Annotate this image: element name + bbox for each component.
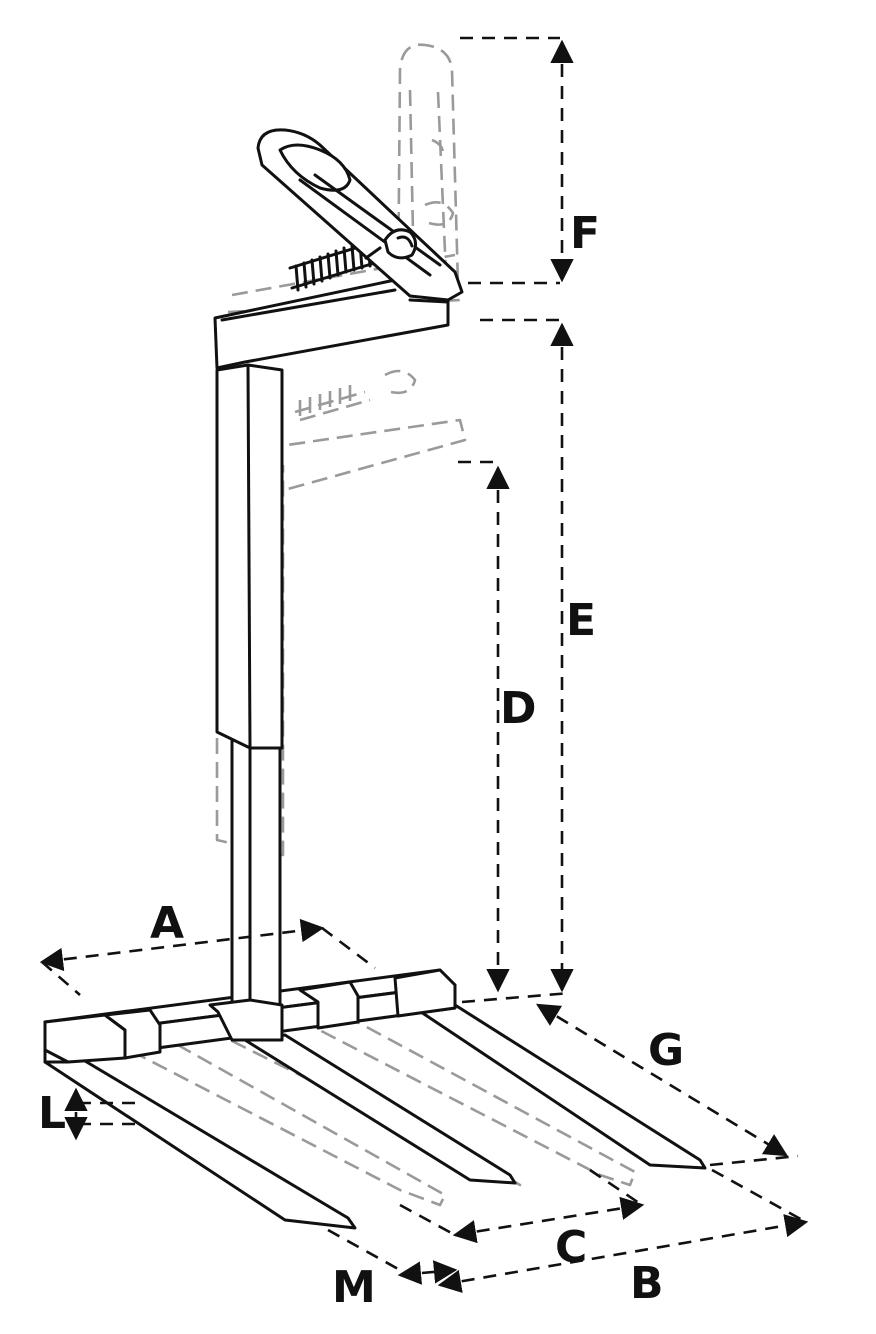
dim-M-ext xyxy=(327,1228,419,1282)
dimensions xyxy=(39,36,809,1293)
dim-D-ext-bottom xyxy=(461,991,571,1004)
column-outer-edge xyxy=(246,363,252,750)
dim-C-ext-left xyxy=(399,1203,456,1237)
ghost-handle-upright xyxy=(396,43,460,302)
dim-label-F: F xyxy=(570,208,600,259)
fork-block-left-2 xyxy=(103,1008,162,1060)
dim-G-line xyxy=(535,1003,789,1157)
column-inner xyxy=(230,738,282,1040)
dim-A-ext-right xyxy=(321,926,376,970)
handle-clamp xyxy=(383,228,417,260)
dimension-labels: A B C D E F G L M xyxy=(38,208,684,1313)
fork-frame xyxy=(43,128,707,1230)
dim-G-ext xyxy=(709,1154,799,1167)
handle-grip xyxy=(278,143,352,192)
dim-label-G: G xyxy=(648,1025,684,1076)
ghost-handle-upright-clamp xyxy=(424,138,455,226)
ghost-fork-3 xyxy=(209,1023,522,1187)
dim-C-ext-right xyxy=(589,1168,643,1207)
dim-B-line xyxy=(437,1214,809,1293)
dim-label-E: E xyxy=(566,595,596,646)
top-arm-nose xyxy=(408,298,450,304)
handle-clamp-2 xyxy=(364,235,414,260)
dim-A-line xyxy=(39,918,325,972)
top-arm-top-edge xyxy=(220,288,397,322)
ghost-lower-arm-spring xyxy=(294,390,371,422)
dim-label-L: L xyxy=(38,1088,66,1139)
dim-B-ext-right xyxy=(711,1168,807,1224)
dim-label-C: C xyxy=(555,1222,587,1273)
dim-M-line xyxy=(397,1260,458,1285)
fork-block-mid xyxy=(298,980,360,1030)
column-base xyxy=(208,998,284,1042)
dim-label-D: D xyxy=(500,683,537,734)
ghost-fork-1 xyxy=(109,1033,447,1207)
ghost-lower-spring-coils xyxy=(298,385,352,422)
ghost-lower-arm-clamp xyxy=(384,369,417,395)
handle-rail xyxy=(298,173,442,277)
dim-C-line xyxy=(452,1196,645,1244)
dim-label-B: B xyxy=(630,1258,664,1309)
dim-A-ext-left xyxy=(41,961,81,996)
dim-label-A: A xyxy=(150,898,184,949)
fork-block-right xyxy=(393,968,457,1018)
dim-label-M: M xyxy=(332,1262,376,1313)
